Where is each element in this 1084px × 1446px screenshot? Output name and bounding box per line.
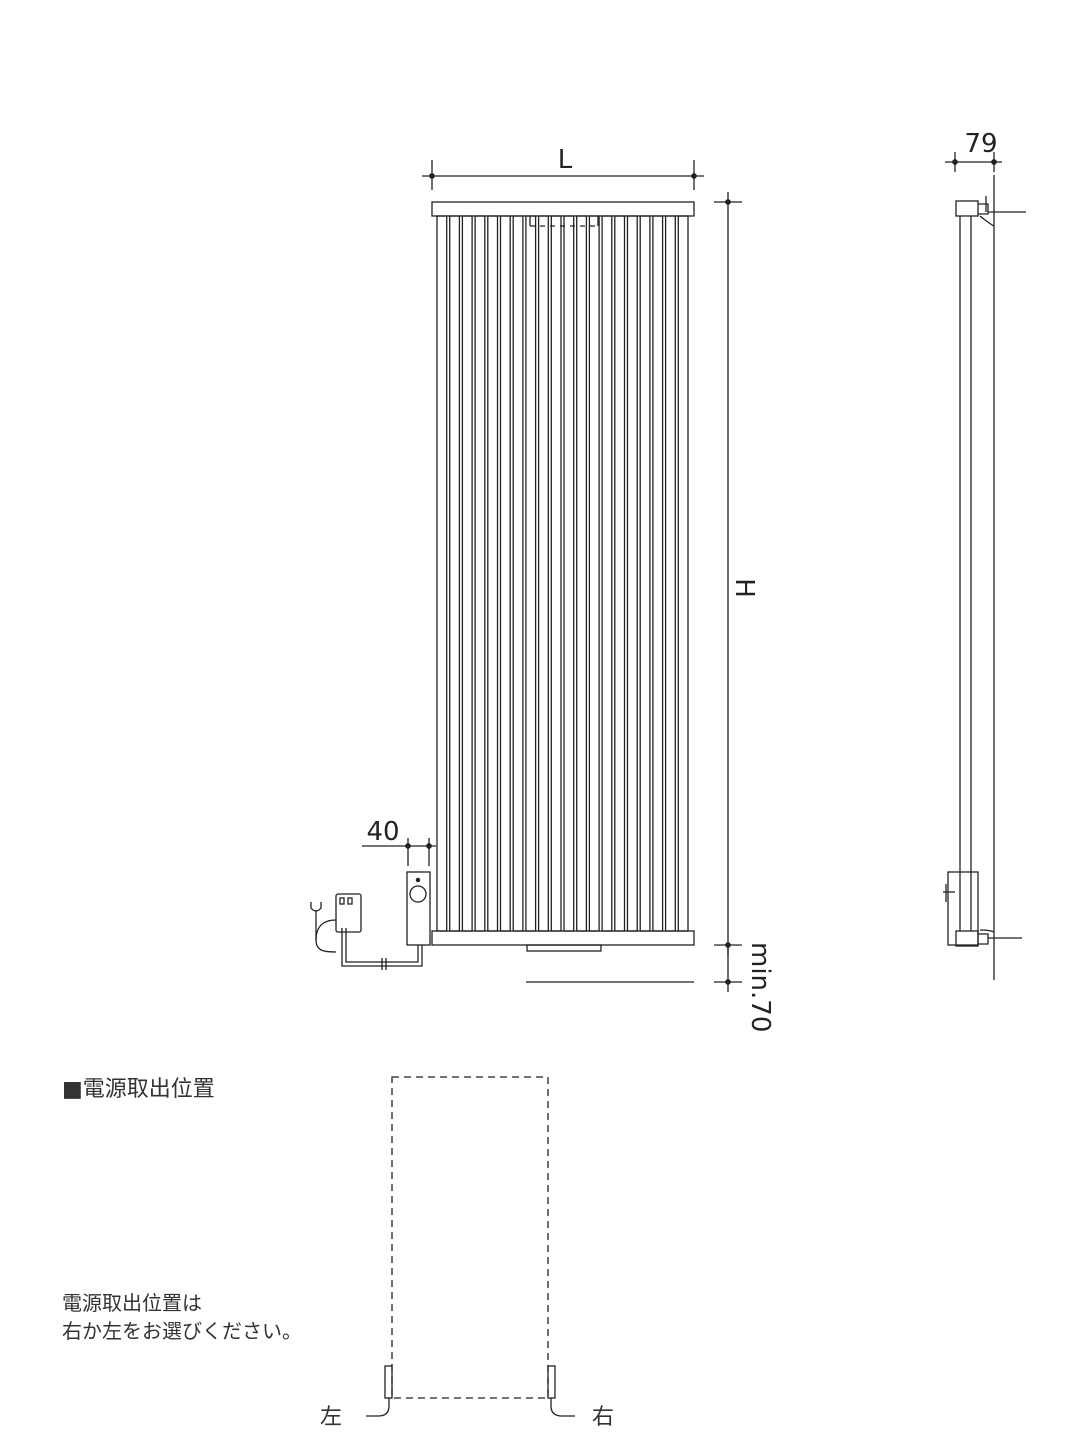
height-dimension: H: [714, 192, 759, 955]
control-offset-dimension: 40: [362, 817, 436, 866]
controller-unit: [406, 871, 431, 946]
right-label: 右: [592, 1405, 614, 1430]
radiator-tubes: [436, 215, 689, 932]
radiator-tube: [601, 215, 613, 932]
depth-dimension: 79: [945, 129, 1002, 172]
outlet-position-diagram: ■電源取出位置 左 右 電源取出位置は 右か左をお選びください。: [62, 1076, 614, 1430]
left-label: 左: [320, 1405, 342, 1430]
radiator-tube: [677, 215, 689, 932]
depth-label: 79: [964, 129, 997, 159]
radiator-tube: [588, 215, 600, 932]
bottom-header: [431, 930, 695, 946]
power-section-heading: ■電源取出位置: [62, 1077, 215, 1102]
radiator-tube: [436, 215, 448, 932]
radiator-tube: [474, 215, 486, 932]
radiator-tube: [639, 215, 651, 932]
bottom-bracket: [526, 944, 602, 952]
right-outlet: [547, 1365, 575, 1417]
radiator-tube: [537, 215, 549, 932]
radiator-tube: [525, 215, 537, 932]
power-note-line1: 電源取出位置は: [62, 1291, 202, 1315]
radiator-tube: [449, 215, 461, 932]
width-dimension: L: [422, 145, 704, 190]
floor-clearance-label: min.70: [745, 942, 775, 1032]
radiator-tube: [664, 215, 676, 932]
left-outlet: [366, 1365, 393, 1417]
side-view: 79: [943, 129, 1026, 980]
top-header: [431, 201, 695, 217]
power-cord: [310, 893, 423, 970]
radiator-tube: [512, 215, 524, 932]
plug-adapter: [335, 893, 362, 933]
height-label: H: [729, 578, 759, 598]
radiator-tube: [576, 215, 588, 932]
radiator-tube: [487, 215, 499, 932]
radiator-tube: [563, 215, 575, 932]
control-offset-label: 40: [366, 817, 399, 847]
radiator-tube: [652, 215, 664, 932]
width-label: L: [558, 145, 573, 175]
radiator-tube: [550, 215, 562, 932]
floor-clearance-dimension: min.70: [714, 942, 775, 1032]
power-note-line2: 右か左をお選びください。: [62, 1319, 302, 1343]
radiator-tube: [499, 215, 511, 932]
radiator-tube: [461, 215, 473, 932]
radiator-tube: [626, 215, 638, 932]
front-view: L H: [310, 145, 775, 1032]
radiator-tube: [614, 215, 626, 932]
radiator-outline: [391, 1076, 549, 1399]
